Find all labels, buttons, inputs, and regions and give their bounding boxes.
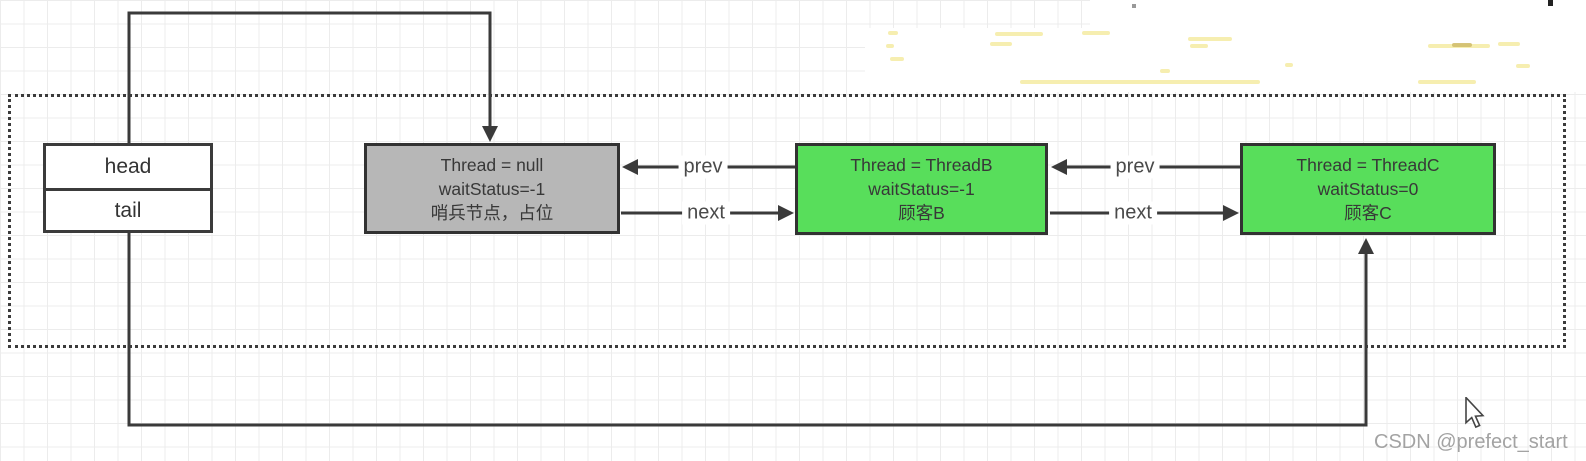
prev-label-b-to-sentinel: prev: [678, 155, 728, 179]
highlight-streak: [890, 57, 904, 61]
highlight-streak: [1020, 80, 1260, 84]
head-pointer-cell: head: [104, 155, 152, 178]
tail-pointer-cell: tail: [46, 188, 210, 230]
highlight-streak: [1285, 63, 1293, 67]
next-label-sentinel-to-b: next: [682, 201, 730, 225]
highlight-streak: [995, 32, 1043, 36]
thread-c-node: Thread = ThreadC waitStatus=0 顾客C: [1240, 143, 1496, 235]
head-tail-pointer-box: head tail: [43, 143, 213, 233]
highlight-streak: [1516, 64, 1530, 68]
sentinel-node-caption: 哨兵节点，占位: [430, 202, 554, 223]
highlight-streak: [990, 42, 1012, 46]
prev-label-c-to-b: prev: [1110, 155, 1160, 179]
sentinel-node: Thread = null waitStatus=-1 哨兵节点，占位: [364, 143, 620, 234]
mouse-cursor-icon: [1462, 395, 1486, 434]
highlight-streak: [1498, 42, 1520, 46]
thread-b-node-waitstatus: waitStatus=-1: [868, 179, 975, 199]
highlight-streak: [1082, 31, 1110, 35]
thread-c-node-waitstatus: waitStatus=0: [1317, 179, 1419, 199]
highlight-streak: [1418, 80, 1476, 84]
highlight-streak: [1190, 44, 1208, 48]
thread-c-node-thread: Thread = ThreadC: [1296, 155, 1440, 175]
erased-area: [1090, 0, 1586, 32]
next-label-b-to-c: next: [1109, 201, 1157, 225]
highlight-streak: [1160, 69, 1170, 73]
thread-c-node-caption: 顾客C: [1344, 203, 1392, 223]
highlight-streak: [1452, 43, 1472, 47]
highlight-streak: [1188, 37, 1232, 41]
csdn-watermark: CSDN @prefect_start: [1374, 431, 1568, 453]
highlight-streak: [886, 44, 894, 48]
thread-b-node-caption: 顾客B: [898, 203, 945, 223]
ink-mark: [1548, 0, 1553, 6]
thread-b-node-thread: Thread = ThreadB: [850, 155, 993, 175]
thread-b-node: Thread = ThreadB waitStatus=-1 顾客B: [795, 143, 1048, 235]
sentinel-node-waitstatus: waitStatus=-1: [438, 178, 546, 199]
highlight-streak: [888, 31, 898, 35]
sentinel-node-thread: Thread = null: [440, 154, 544, 175]
ink-mark: [1132, 4, 1136, 8]
